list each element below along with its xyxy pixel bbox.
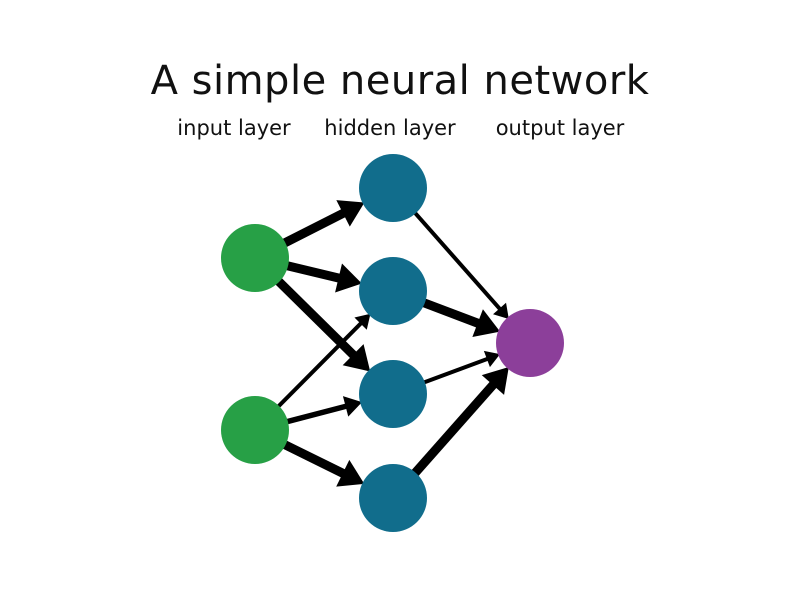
arrowhead-icon: [481, 366, 509, 395]
connection-line: [274, 321, 363, 411]
connection-line: [420, 356, 489, 386]
hidden-layer-label: hidden layer: [324, 116, 456, 140]
connection-hidden-2-to-output-1: [419, 297, 501, 338]
arrowhead-icon: [335, 263, 362, 293]
connection-hidden-3-to-output-1: [420, 350, 501, 386]
input-neuron-1: [221, 224, 289, 292]
arrowhead-icon: [342, 396, 363, 417]
connection-hidden-1-to-output-1: [411, 209, 509, 320]
hidden-neuron-4: [359, 464, 427, 532]
connection-input-1-to-hidden-2: [283, 260, 362, 293]
output-neuron-1: [496, 309, 564, 377]
connection-input-2-to-hidden-4: [279, 439, 365, 487]
connection-line: [409, 381, 497, 479]
connection-line: [283, 403, 348, 426]
arrowhead-icon: [472, 309, 501, 338]
arrowhead-icon: [336, 459, 365, 487]
connection-input-2-to-hidden-2: [274, 313, 371, 411]
diagram-title: A simple neural network: [150, 58, 650, 104]
arrowhead-icon: [493, 302, 509, 320]
connection-input-1-to-hidden-1: [279, 200, 365, 249]
hidden-neuron-1: [359, 154, 427, 222]
hidden-neuron-3: [359, 360, 427, 428]
connection-line: [411, 209, 502, 311]
arrowhead-icon: [354, 313, 371, 330]
connection-hidden-4-to-output-1: [409, 366, 509, 479]
connection-line: [419, 297, 481, 328]
arrowhead-icon: [483, 350, 501, 368]
arrowhead-icon: [342, 344, 371, 372]
connections: [273, 200, 509, 487]
input-neuron-2: [221, 396, 289, 464]
connection-line: [279, 439, 346, 478]
hidden-neuron-2: [359, 257, 427, 325]
connection-line: [283, 260, 341, 283]
output-layer-label: output layer: [495, 116, 625, 140]
connection-input-2-to-hidden-3: [283, 396, 363, 426]
connection-line: [279, 208, 346, 249]
input-layer-label: input layer: [177, 116, 291, 140]
arrowhead-icon: [336, 200, 365, 227]
neurons: [221, 154, 564, 532]
